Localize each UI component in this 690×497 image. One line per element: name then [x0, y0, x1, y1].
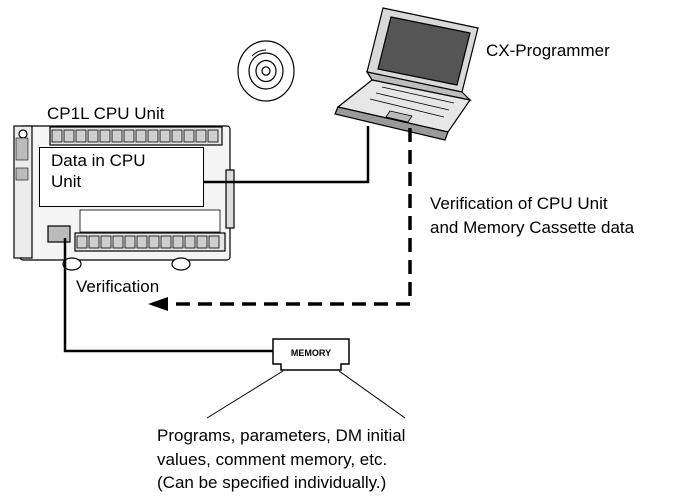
terminal-screw — [148, 235, 160, 249]
terminal-screw — [195, 129, 207, 143]
terminal-screw — [160, 235, 172, 249]
laptop-icon — [334, 7, 479, 141]
software-label: CX-Programmer — [486, 41, 610, 60]
usb-cable-line — [204, 126, 370, 184]
caption-line3: (Can be specified individually.) — [157, 473, 387, 492]
terminal-screw — [135, 129, 147, 143]
terminal-screw — [99, 129, 111, 143]
cpu-data-box: Data in CPU Unit — [39, 147, 204, 207]
terminal-screw — [88, 235, 100, 249]
caption-line2: values, comment memory, etc. — [157, 450, 388, 469]
terminal-screw — [196, 235, 208, 249]
cd-disc-icon — [237, 40, 295, 102]
terminal-screw — [136, 235, 148, 249]
memory-label: MEMORY — [291, 348, 331, 358]
caption-line1: Programs, parameters, DM initial — [157, 426, 406, 445]
plc-label: CP1L CPU Unit — [47, 104, 165, 123]
terminal-screw — [63, 129, 75, 143]
terminal-screw — [75, 129, 87, 143]
terminal-screw — [147, 129, 159, 143]
terminal-screw — [184, 235, 196, 249]
terminal-screw — [51, 129, 63, 143]
verification-label: Verification — [76, 277, 160, 296]
memory-cassette-icon — [272, 338, 350, 371]
terminal-screw — [183, 129, 195, 143]
terminal-screw — [76, 235, 88, 249]
cpu-data-line1: Data in CPU — [51, 151, 146, 170]
terminal-screw — [172, 235, 184, 249]
terminal-screw — [87, 129, 99, 143]
verify-description-line2: and Memory Cassette data — [430, 218, 635, 237]
terminal-screw — [159, 129, 171, 143]
terminal-screw — [207, 129, 219, 143]
callout-line-left — [206, 370, 284, 419]
verify-description-line1: Verification of CPU Unit — [430, 194, 608, 213]
cpu-data-line2: Unit — [51, 172, 82, 191]
terminal-screw — [111, 129, 123, 143]
verification-dashed-line — [165, 128, 412, 306]
verification-arrowhead — [148, 297, 168, 311]
callout-line-right — [338, 370, 406, 419]
terminal-screw — [171, 129, 183, 143]
terminal-screw — [112, 235, 124, 249]
memory-cassette-line — [63, 238, 273, 353]
terminal-screw — [124, 235, 136, 249]
terminal-screw — [123, 129, 135, 143]
terminal-screw — [100, 235, 112, 249]
terminal-screw — [208, 235, 220, 249]
